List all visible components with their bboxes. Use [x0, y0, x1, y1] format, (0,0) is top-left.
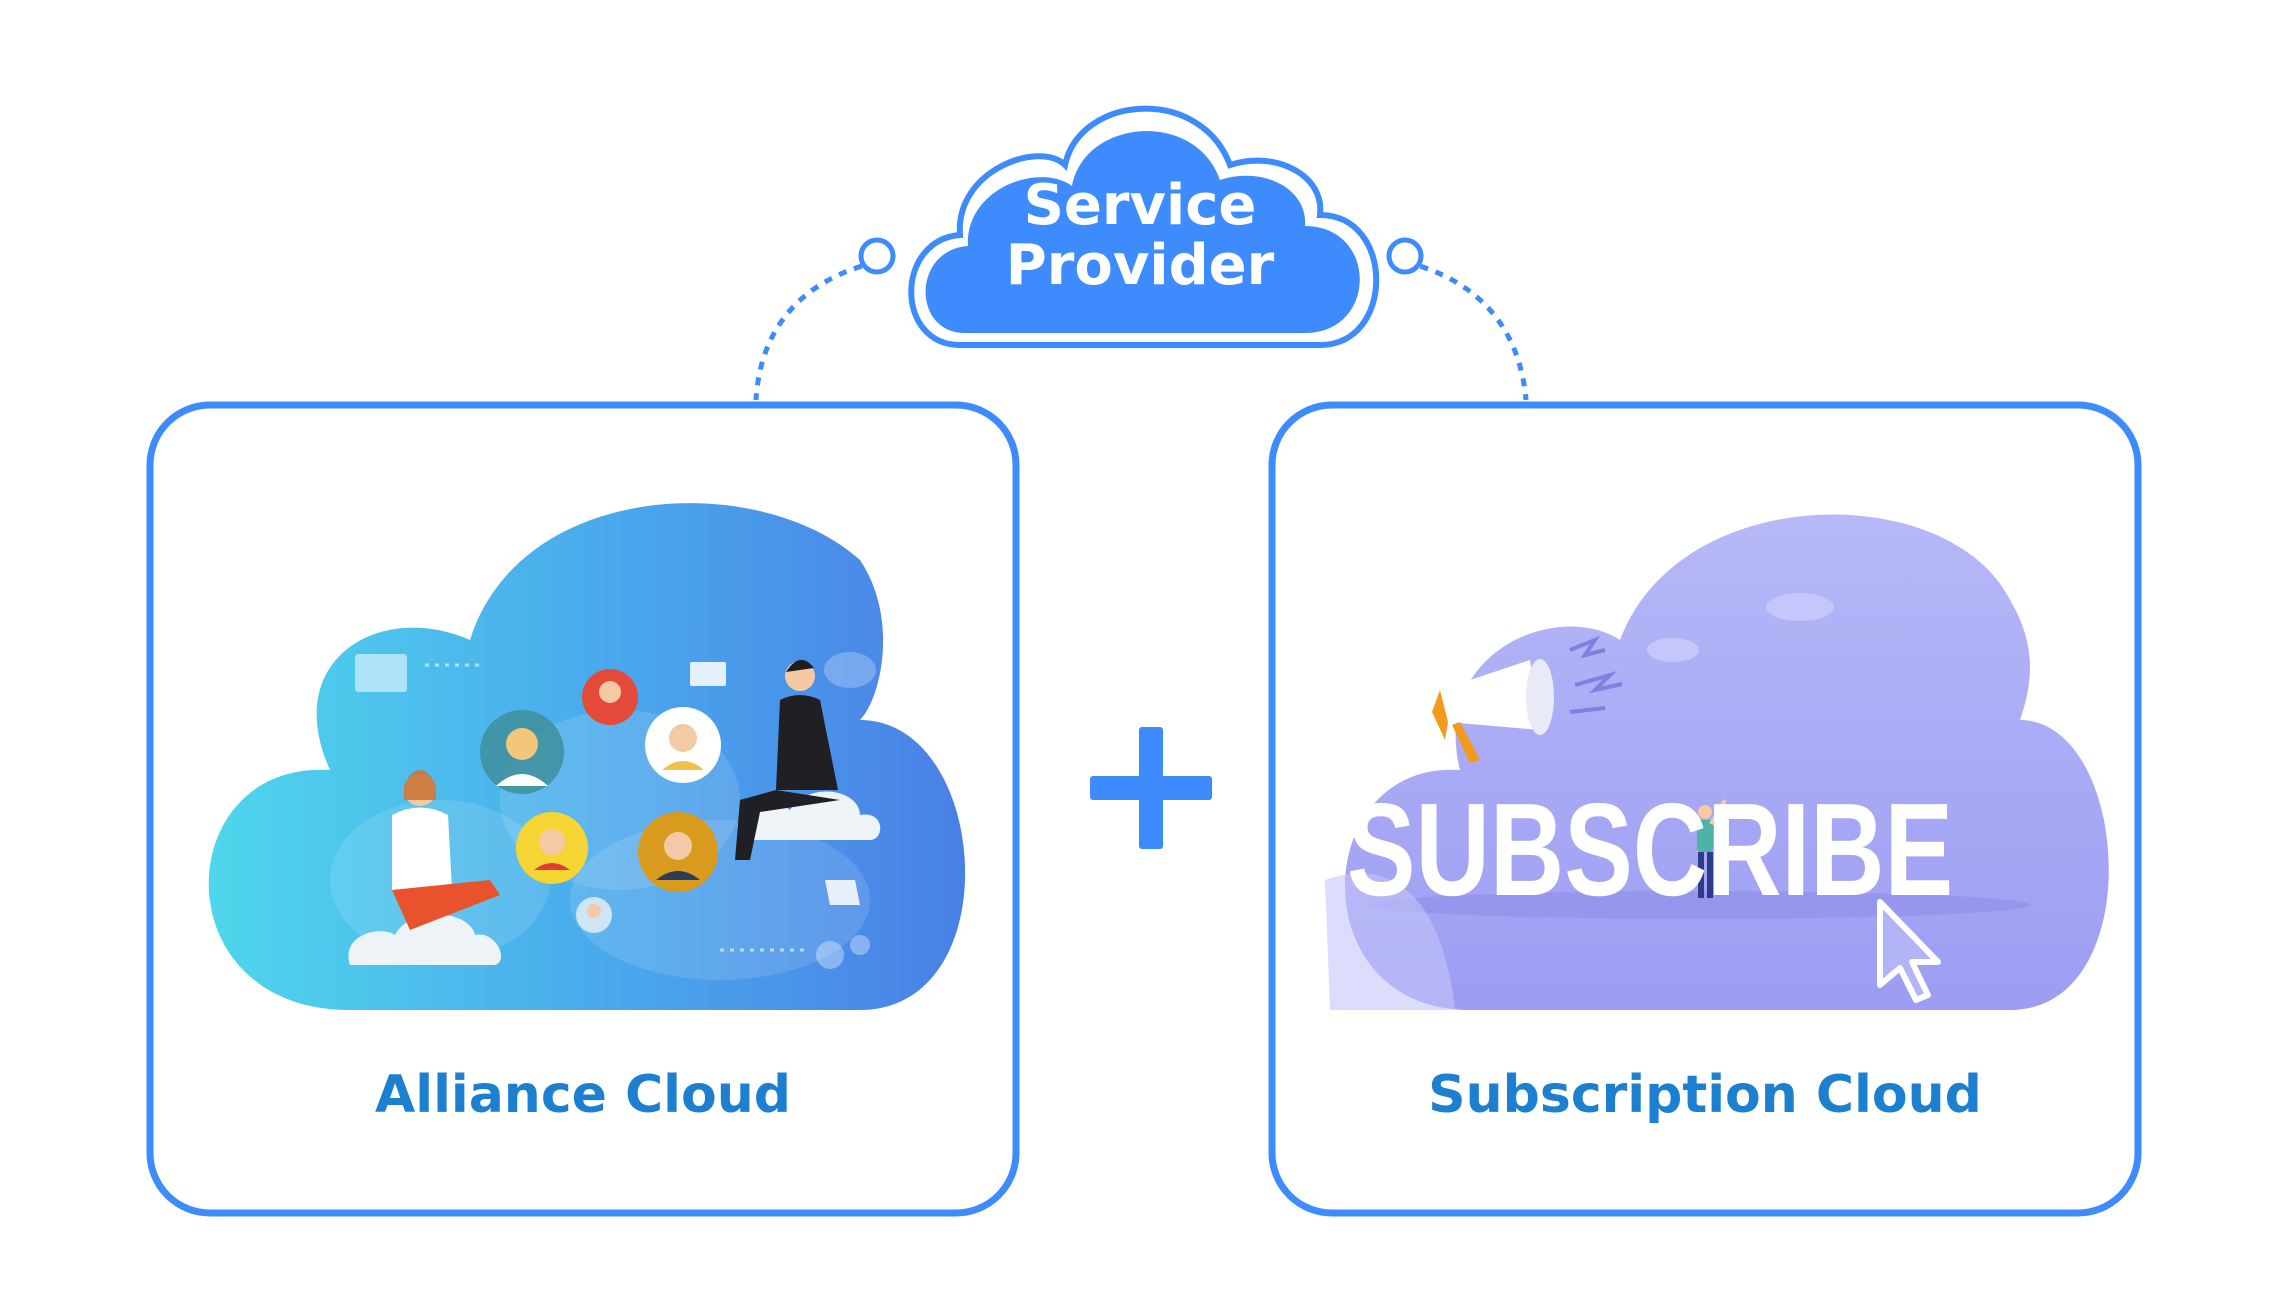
plus-icon — [1090, 727, 1212, 849]
subscription-cloud-illustration — [1325, 514, 2109, 1010]
service-provider-title: Service Provider — [940, 176, 1340, 296]
service-provider-cloud — [908, 105, 1380, 348]
subscribe-illustration-text: SUBSCRIBE — [1347, 777, 1953, 924]
service-provider-title-line2: Provider — [1005, 233, 1275, 298]
connector-node-left — [858, 237, 896, 275]
alliance-cloud-label: Alliance Cloud — [375, 1065, 791, 1125]
service-provider-title-line1: Service — [1023, 173, 1257, 238]
connector-node-right — [1386, 237, 1424, 275]
connector-left — [753, 259, 878, 401]
subscription-cloud-label: Subscription Cloud — [1428, 1065, 1982, 1125]
connector-right — [1404, 259, 1529, 401]
alliance-cloud-illustration — [208, 503, 966, 1010]
